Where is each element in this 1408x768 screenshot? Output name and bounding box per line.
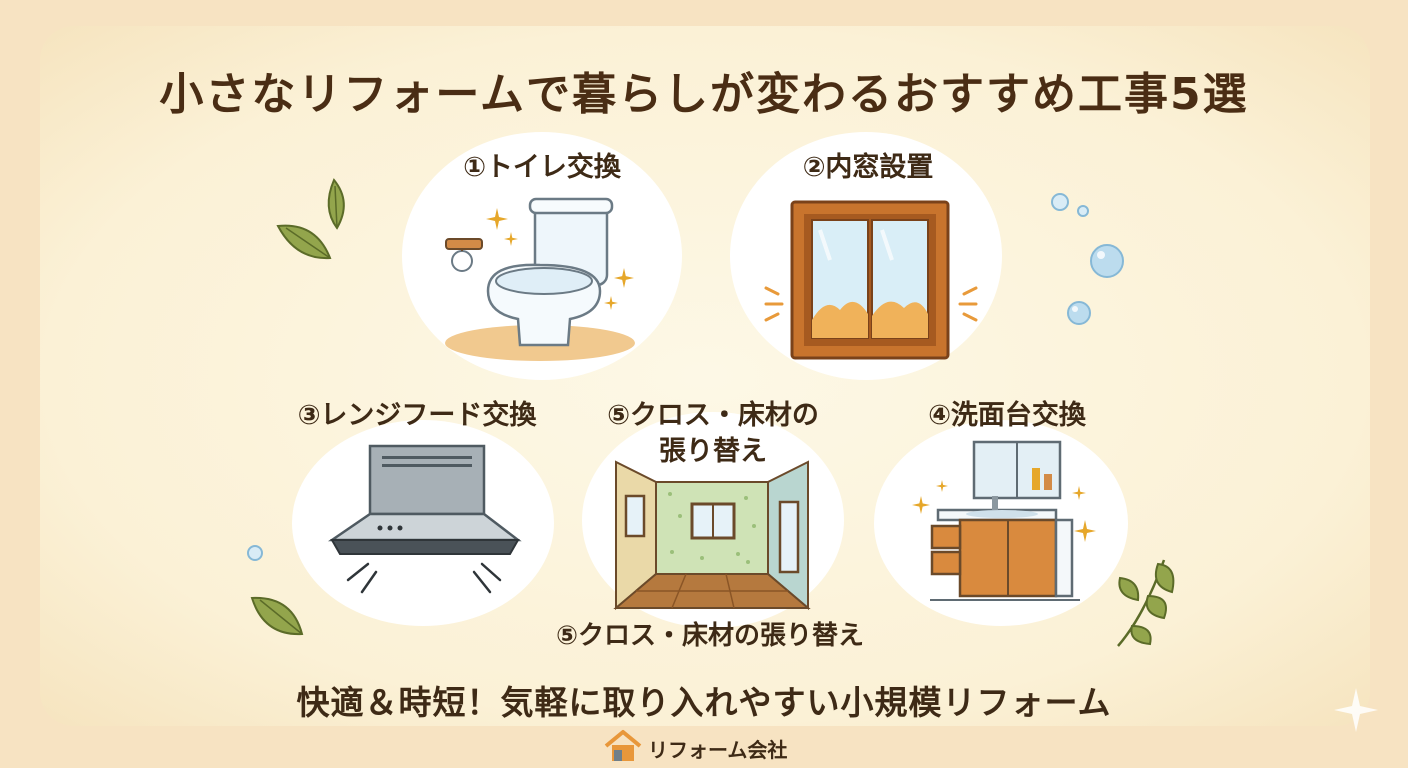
leaf-icon: [250, 596, 304, 636]
sparkle-icon: [486, 208, 508, 230]
room-interior-icon: [613, 460, 811, 611]
sparkle-icon: [614, 268, 634, 288]
item-label-wallpaper-line2: 張り替え: [659, 436, 767, 467]
sparkle-icon: [504, 232, 518, 246]
bubble-icon: [1077, 205, 1089, 217]
bubble-icon: [1090, 244, 1124, 278]
item-label-toilet: ①トイレ交換: [463, 152, 621, 183]
sparkle-icon: [912, 496, 930, 514]
company-name: リフォーム会社: [648, 738, 788, 762]
window-icon: [790, 200, 950, 360]
bubble-icon: [1067, 301, 1091, 325]
warmth-lines-icon: [764, 286, 784, 322]
leaf-icon: [327, 178, 345, 230]
item-label-vanity: ④洗面台交換: [928, 400, 1086, 431]
bubble-icon: [1051, 193, 1069, 211]
leaf-branch-icon: [1117, 559, 1175, 647]
sparkle-icon: [1074, 520, 1096, 542]
corner-sparkle-icon: [1334, 688, 1378, 732]
sparkle-icon: [604, 296, 618, 310]
item-label-range-hood: ③レンジフード交換: [297, 400, 537, 431]
page-title: 小さなリフォームで暮らしが変わるおすすめ工事5選: [159, 69, 1249, 120]
range-hood-icon: [327, 444, 522, 555]
toilet-icon: [445, 197, 635, 361]
sparkle-icon: [1072, 486, 1086, 500]
leaf-icon: [276, 224, 332, 260]
house-logo-icon: [604, 730, 642, 761]
bubble-icon: [247, 545, 263, 561]
sparkle-icon: [936, 480, 948, 492]
item-label-window: ②内窓設置: [802, 152, 934, 183]
warmth-lines-icon: [958, 286, 978, 322]
subtitle: 快適＆時短！気軽に取り入れやすい小規模リフォーム: [296, 683, 1112, 722]
vanity-icon: [930, 440, 1080, 601]
airflow-lines-icon: [346, 562, 502, 594]
wallpaper-caption: ⑤クロス・床材の張り替え: [555, 621, 864, 651]
item-label-wallpaper-line1: ⑤クロス・床材の: [607, 400, 819, 431]
